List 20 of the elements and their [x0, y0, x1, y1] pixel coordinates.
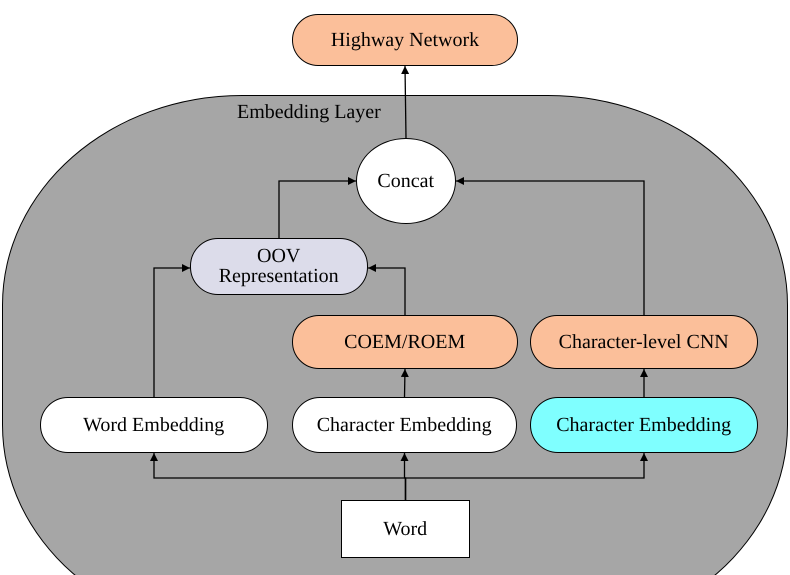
arrow	[368, 264, 406, 315]
arrow	[640, 369, 648, 397]
node-label: Word Embedding	[83, 414, 224, 435]
node-label: Highway Network	[330, 30, 480, 50]
arrow	[401, 66, 410, 138]
input-box	[340, 500, 470, 558]
node-label: OOV Representation	[218, 246, 340, 286]
node-label: Character Embedding	[556, 414, 732, 435]
arrow	[278, 177, 356, 238]
node-label: COEM/ROEM	[344, 332, 466, 352]
arrow	[456, 177, 645, 315]
node-label: Word	[383, 518, 428, 539]
arrow	[400, 368, 409, 398]
node-label: Character Embedding	[316, 414, 492, 435]
node-label: Character-level CNN	[558, 332, 729, 352]
node-label: Concat	[377, 170, 434, 191]
arrow	[404, 453, 648, 500]
layer-title: Embedding Layer	[237, 102, 381, 122]
network-box	[292, 14, 518, 66]
arrow	[153, 264, 190, 397]
